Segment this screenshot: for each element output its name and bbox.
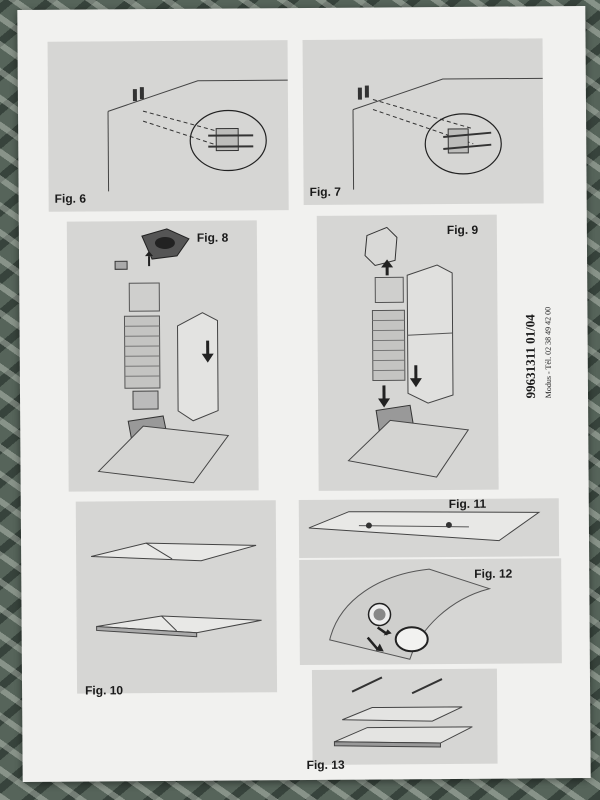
fig11-label: Fig. 11 — [448, 496, 487, 511]
fig6-wall-bracket-drawing — [107, 79, 288, 192]
instruction-sheet: Fig. 6 Fig. 7 — [17, 6, 591, 782]
document-reference: 99631311 01/04 Modus - Tél. 02 38 49 42 … — [521, 307, 553, 399]
fig12-lamp-removal-drawing — [329, 568, 492, 660]
fig9-panel: Fig. 9 — [316, 214, 499, 491]
document-code: 99631311 01/04 — [522, 314, 539, 399]
fig7-label: Fig. 7 — [309, 184, 341, 199]
fig11-light-panel-drawing — [308, 511, 541, 542]
fig12-panel: Fig. 12 — [299, 558, 562, 666]
fig8-label: Fig. 8 — [196, 230, 229, 245]
fig8-hood-assembly-drawing — [97, 228, 230, 484]
fig6-label: Fig. 6 — [54, 191, 87, 206]
fig7-panel: Fig. 7 — [302, 38, 544, 205]
fig6-panel: Fig. 6 — [47, 40, 289, 212]
fig7-wall-bracket-drawing — [352, 77, 543, 190]
fig9-label: Fig. 9 — [446, 222, 479, 237]
fig8-panel: Fig. 8 — [66, 220, 259, 492]
fig13-panel: Fig. 13 — [307, 668, 498, 772]
fig10-filters-drawing — [91, 542, 262, 638]
fig13-label: Fig. 13 — [306, 757, 345, 772]
document-contact: Modus - Tél. 02 38 49 42 00 — [543, 306, 554, 399]
fig10-panel: Fig. 10 — [75, 500, 278, 698]
fig12-label: Fig. 12 — [474, 566, 513, 581]
fig10-label: Fig. 10 — [85, 683, 124, 698]
fig9-chimney-assembly-drawing — [347, 226, 470, 478]
fig11-panel: Fig. 11 — [298, 496, 560, 559]
fig13-grease-filter-drawing — [333, 676, 473, 748]
